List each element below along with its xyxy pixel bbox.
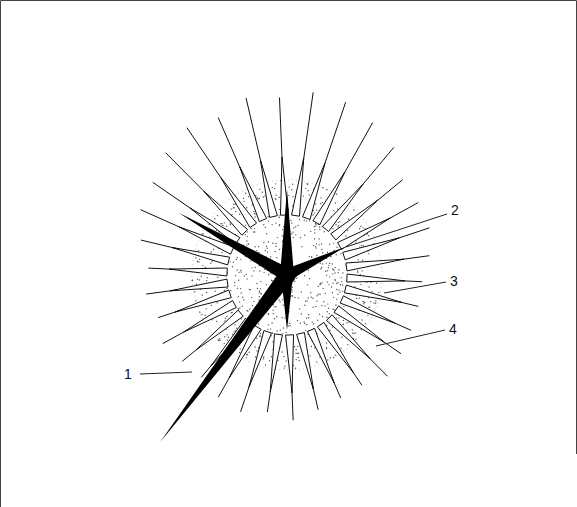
radial-spines: [140, 92, 429, 420]
leader-lines: [140, 214, 447, 374]
callout-number: 3: [450, 274, 458, 288]
central-capsule: [278, 266, 296, 284]
callout-number: 1: [124, 367, 132, 381]
callout-number: 2: [451, 203, 459, 217]
cell-body: [140, 92, 429, 442]
callout-number: 4: [449, 322, 457, 336]
main-spicules: [160, 190, 345, 442]
